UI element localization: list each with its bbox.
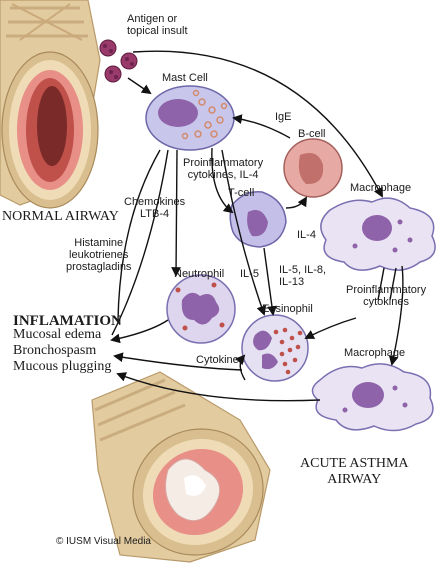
- pathway-arrows: [110, 50, 404, 402]
- inflammation-item: Mucosal edema: [13, 327, 102, 342]
- inflammation-item: Mucous plugging: [13, 359, 112, 374]
- inflammation-item: Bronchospasm: [13, 343, 97, 358]
- proinflammatory-double-line: [377, 267, 397, 301]
- b-cell-label: B-cell: [298, 128, 326, 140]
- normal-airway-label: NORMAL AIRWAY: [2, 209, 119, 224]
- t-cell: [229, 191, 287, 248]
- il4-label: IL-4: [297, 229, 316, 241]
- macrophage-top: [320, 197, 436, 271]
- inflammation-title: INFLAMATION: [13, 313, 122, 329]
- macrophage-bottom-label: Macrophage: [344, 347, 406, 359]
- eosinophil-label: Eosinophil: [262, 303, 313, 315]
- inflammation-block: INFLAMATION Mucosal edema Bronchospasm M…: [13, 313, 122, 375]
- acute-airway-illustration: [91, 371, 271, 563]
- normal-airway-illustration: [0, 0, 101, 209]
- il5-label: IL-5: [240, 268, 259, 280]
- mast-cell: [145, 85, 235, 151]
- ige-label: IgE: [275, 111, 292, 123]
- b-cell: [283, 138, 343, 198]
- antigen-particles: [99, 39, 138, 83]
- t-cell-label: T-cell: [228, 187, 255, 199]
- copyright-label: © IUSM Visual Media: [56, 536, 151, 547]
- il5-il8-il13-label: IL-5, IL-8,IL-13: [279, 264, 327, 288]
- eosinophil: [241, 314, 309, 382]
- neutrophil-label: Neutrophil: [174, 268, 225, 280]
- neutrophil: [166, 274, 236, 344]
- macrophage-bottom: [311, 363, 434, 432]
- macrophage-top-label: Macrophage: [350, 182, 412, 194]
- cytokines-label: Cytokines: [196, 354, 245, 366]
- mast-cell-label: Mast Cell: [162, 72, 208, 84]
